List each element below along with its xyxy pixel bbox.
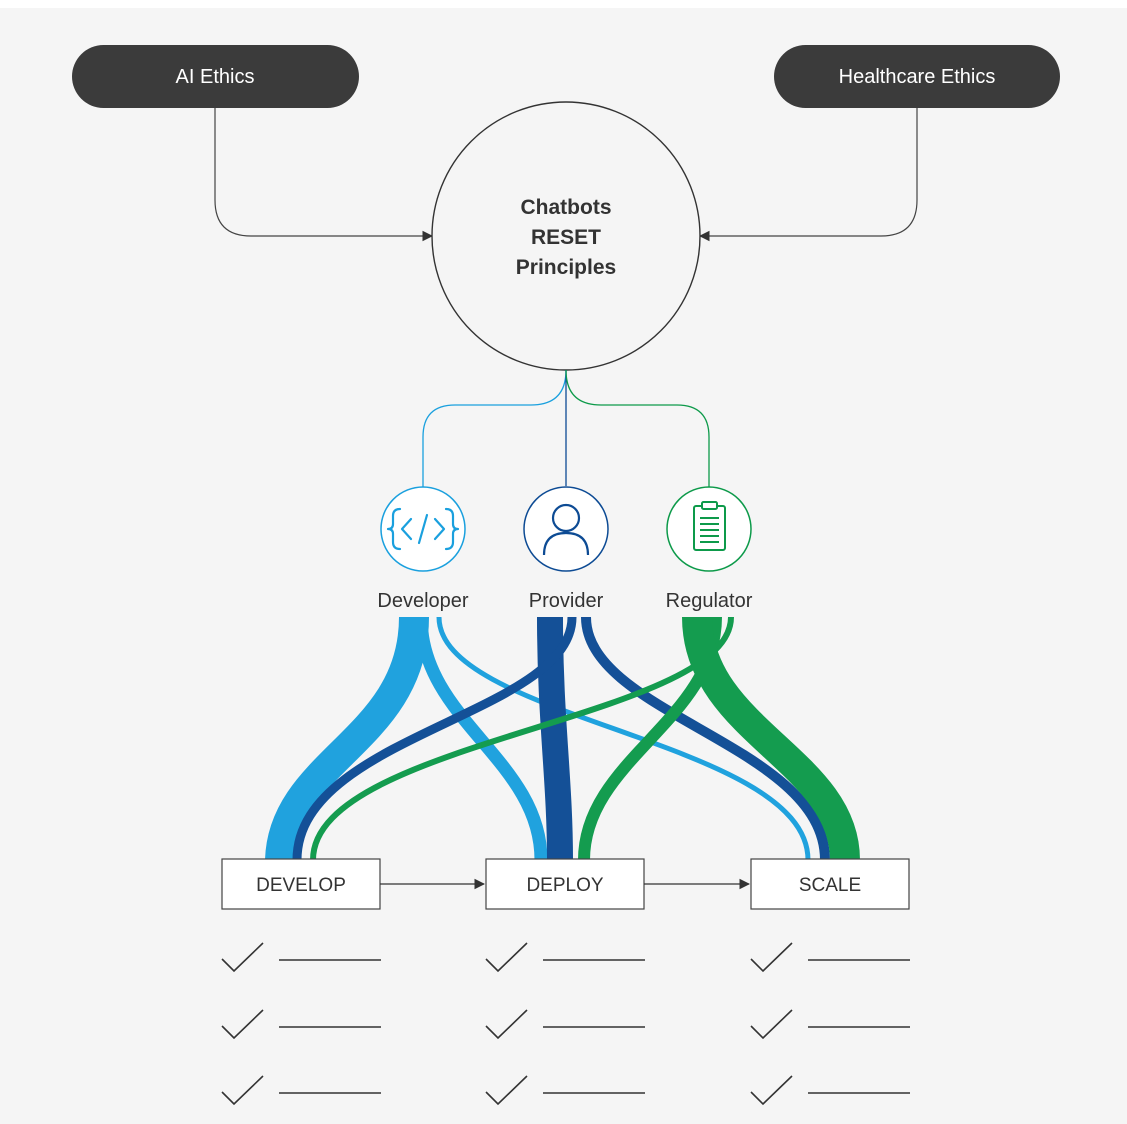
scale-box [750,858,910,910]
deploy-box [485,858,645,910]
deploy-checklist [485,942,645,1106]
checklist-item [485,1075,645,1106]
developer-to-scale-ribbon [436,616,811,861]
provider-to-deploy-ribbon [537,616,573,861]
checklist-item [750,1075,910,1106]
reset-principles-node: Chatbots RESET Principles [431,101,701,371]
provider-role: Provider [523,486,609,612]
develop-checklist [221,942,381,1106]
developer-to-develop-ribbon [265,616,429,862]
center-line-3: Principles [516,256,616,279]
center-line-2: RESET [531,226,601,249]
provider-icon-circle [523,486,609,572]
deploy-stage: DEPLOY [485,858,645,910]
ai-ethics-label: AI Ethics [176,66,255,88]
develop-stage: DEVELOP [221,858,381,910]
clipboard-icon [693,501,726,551]
developer-connector [422,369,567,497]
checklist-item [485,1009,645,1040]
role-stage-ribbons [265,616,860,862]
checkmark-icon [221,942,264,973]
provider-to-scale-ribbon [581,616,830,861]
checkmark-icon [750,942,793,973]
checklist-item [221,942,381,973]
developer-label: Developer [377,590,469,612]
deploy-label: DEPLOY [526,875,603,896]
ai-ethics-connector [214,108,434,242]
provider-to-develop-ribbon [292,616,577,861]
ai-ethics-pill [72,45,359,108]
checklist-item [221,1075,381,1106]
regulator-to-scale-ribbon [682,616,860,861]
regulator-role: Regulator [666,486,753,612]
checkmark-icon [485,1075,528,1106]
checkmark-icon [750,1075,793,1106]
checklist-item [750,942,910,973]
code-brackets-icon [386,507,460,551]
healthcare-ethics-pill [774,45,1060,108]
provider-label: Provider [529,590,604,612]
checklist-item [750,1009,910,1040]
healthcare-ethics-label: Healthcare Ethics [839,66,996,88]
developer-role: Developer [377,486,469,612]
checkmark-icon [750,1009,793,1040]
checklist-item [485,942,645,973]
checkmark-icon [221,1009,264,1040]
person-icon [542,503,590,556]
scale-label: SCALE [799,875,861,896]
checklist-item [221,1009,381,1040]
healthcare-ethics-node: Healthcare Ethics [774,45,1060,108]
scale-stage: SCALE [750,858,910,910]
healthcare-ethics-connector [698,108,918,242]
checkmark-icon [221,1075,264,1106]
center-line-1: Chatbots [521,196,612,219]
ai-ethics-node: AI Ethics [72,45,359,108]
scale-checklist [750,942,910,1106]
developer-to-deploy-ribbon [414,616,548,861]
develop-label: DEVELOP [256,875,346,896]
checkmark-icon [485,942,528,973]
checkmark-icon [485,1009,528,1040]
regulator-connector [565,369,710,497]
regulator-label: Regulator [666,590,753,612]
